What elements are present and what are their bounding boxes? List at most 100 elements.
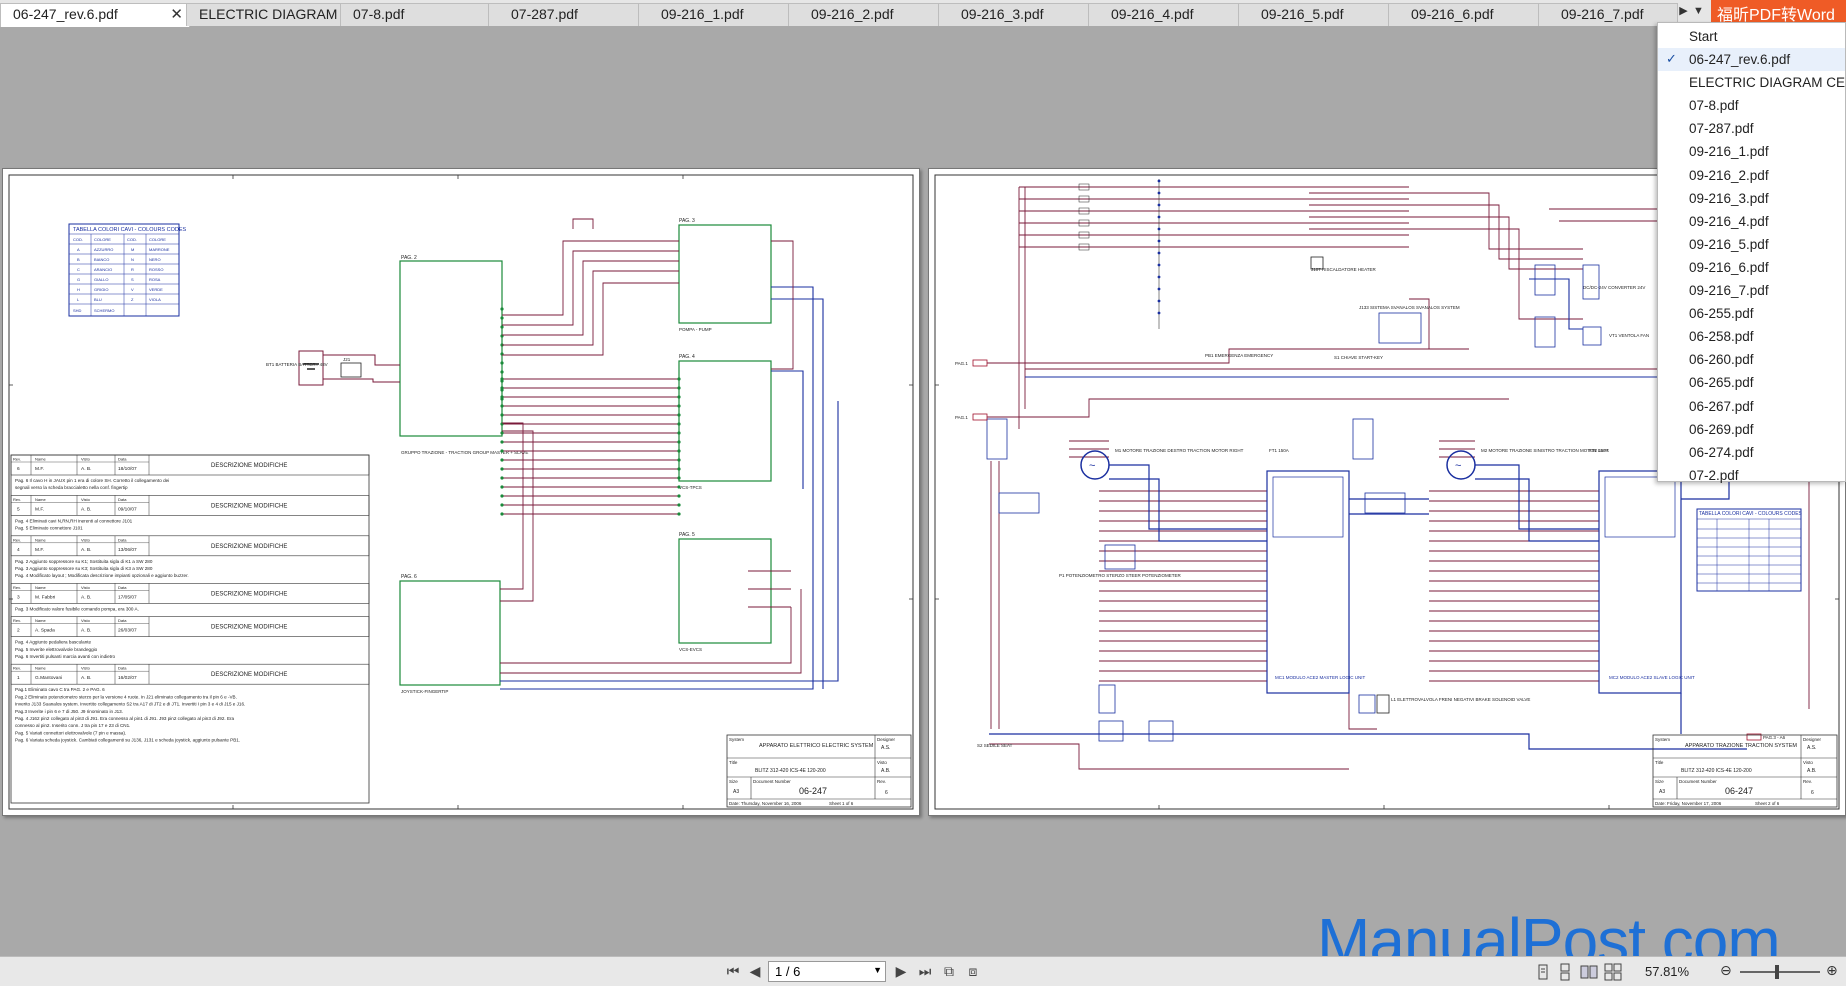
svg-text:GIALLO: GIALLO xyxy=(94,277,108,282)
tab-label: 09-216_6.pdf xyxy=(1411,6,1494,22)
svg-text:Designer: Designer xyxy=(1803,737,1822,742)
pag6-block: PAG. 6 JOYSTICK-FINGERTIP xyxy=(399,574,501,694)
pin xyxy=(500,431,504,435)
menu-item[interactable]: 07-8.pdf xyxy=(1658,94,1845,117)
revision-note: Pag. 4 J162 pin2 collegato al pin3 di J9… xyxy=(15,716,235,721)
svg-text:L: L xyxy=(77,297,80,302)
zoom-out-icon[interactable]: ⊖ xyxy=(1720,962,1732,978)
menu-item[interactable]: 06-274.pdf xyxy=(1658,441,1845,464)
svg-text:C: C xyxy=(77,267,80,272)
tab-07-8[interactable]: 07-8.pdf xyxy=(340,3,494,26)
menu-item[interactable]: 06-265.pdf xyxy=(1658,371,1845,394)
menu-item[interactable]: 09-216_6.pdf xyxy=(1658,256,1845,279)
zoom-slider-thumb[interactable] xyxy=(1775,965,1779,979)
first-page-icon[interactable]: ⏮ xyxy=(726,963,740,979)
revision-note: Pag.1 Eliminato cavo C tra PAG. 2 e PAG.… xyxy=(15,687,105,692)
previous-page-icon[interactable]: ◀ xyxy=(749,963,761,979)
pin xyxy=(677,431,681,435)
revision-column-label: Data xyxy=(118,537,127,542)
single-page-view-icon[interactable] xyxy=(1534,963,1552,981)
revision-note: Pag. 3 Aggiunto soppressore su K3; Sosti… xyxy=(15,566,153,571)
copy-icon[interactable]: ⧉ xyxy=(944,963,954,979)
page-indicator: 1 / 6 xyxy=(775,964,801,979)
menu-item[interactable]: 07-2.pdf xyxy=(1658,464,1845,487)
tab-09-216-3[interactable]: 09-216_3.pdf xyxy=(938,3,1092,26)
svg-text:Date: Thursday, November 16,: Date: Thursday, November 16, 2006 xyxy=(729,801,802,806)
svg-text:6: 6 xyxy=(885,790,888,796)
connector-j21 xyxy=(1098,684,1116,714)
tab-09-216-4[interactable]: 09-216_4.pdf xyxy=(1088,3,1242,26)
pin xyxy=(500,404,504,408)
traction-group-block: PAG. 2 GRUPPO TRAZIONE - TRACTION GROUP … xyxy=(399,255,528,455)
tab-09-216-2[interactable]: 09-216_2.pdf xyxy=(788,3,942,26)
zoom-slider[interactable] xyxy=(1740,971,1820,973)
zoom-in-icon[interactable]: ⊕ xyxy=(1826,962,1838,978)
schematic-page-1: TABELLA COLORI CAVI - COLOURS CODES COD.… xyxy=(8,174,914,810)
svg-text:MARRONE: MARRONE xyxy=(149,247,170,252)
revision-cell: 17/05/07 xyxy=(118,594,137,600)
menu-item[interactable]: 09-216_7.pdf xyxy=(1658,279,1845,302)
tab-09-216-7[interactable]: 09-216_7.pdf xyxy=(1538,3,1678,26)
wire xyxy=(500,589,802,674)
menu-item[interactable]: 09-216_2.pdf xyxy=(1658,164,1845,187)
menu-item[interactable]: 06-258.pdf xyxy=(1658,325,1845,348)
wire xyxy=(771,240,794,370)
svg-text:Size: Size xyxy=(1655,779,1664,784)
tab-09-216-1[interactable]: 09-216_1.pdf xyxy=(638,3,792,26)
svg-text:GRIGIO: GRIGIO xyxy=(94,287,108,292)
svg-text:POMPA - PUMP: POMPA - PUMP xyxy=(679,327,712,332)
tab-label: 07-287.pdf xyxy=(511,6,578,22)
steer-pot-label: P1 POTENZIOMETRO STERZO STEER POTENZIOME… xyxy=(1059,573,1182,578)
menu-item[interactable]: 06-267.pdf xyxy=(1658,395,1845,418)
svg-text:FT2 150A: FT2 150A xyxy=(1589,448,1609,453)
continuous-view-icon[interactable] xyxy=(1556,963,1574,981)
chevron-down-icon[interactable]: ▼ xyxy=(873,965,882,975)
promo-banner[interactable]: 福昕PDF转Word xyxy=(1711,0,1846,22)
pin xyxy=(1157,299,1161,303)
pin xyxy=(500,379,504,383)
tab-label: 06-247_rev.6.pdf xyxy=(13,6,118,22)
pin xyxy=(677,386,681,390)
next-page-icon[interactable]: ▶ xyxy=(895,963,907,979)
tab-electric-diagram[interactable]: ELECTRIC DIAGRAM C... xyxy=(186,3,346,26)
revision-column-label: Name xyxy=(35,585,46,590)
svg-text:PAG. 2: PAG. 2 xyxy=(401,255,417,261)
menu-item[interactable]: 09-216_4.pdf xyxy=(1658,210,1845,233)
tab-06-247-rev6[interactable]: 06-247_rev.6.pdf ✕ xyxy=(0,3,190,27)
pin xyxy=(500,361,504,365)
menu-item[interactable]: ELECTRIC DIAGRAM CE.pdf xyxy=(1658,71,1846,94)
pin xyxy=(1157,311,1161,315)
revision-column-label: Visto xyxy=(81,666,91,671)
menu-item[interactable]: ✓06-247_rev.6.pdf xyxy=(1658,48,1845,72)
fit-page-icon[interactable]: ⧈ xyxy=(968,963,978,979)
menu-item[interactable]: 07-287.pdf xyxy=(1658,117,1845,140)
menu-item[interactable]: 06-255.pdf xyxy=(1658,302,1845,325)
svg-text:A.B.: A.B. xyxy=(881,768,890,774)
tab-scroll-right-icon[interactable]: ▶ xyxy=(1679,5,1688,17)
menu-item[interactable]: 09-216_1.pdf xyxy=(1658,140,1845,163)
page-number-input[interactable]: 1 / 6 ▼ xyxy=(768,961,886,982)
wire xyxy=(500,607,792,664)
tab-list-dropdown-icon[interactable]: ▼ xyxy=(1693,5,1704,17)
facing-view-icon[interactable] xyxy=(1580,963,1598,981)
wire xyxy=(1309,204,1583,260)
continuous-facing-view-icon[interactable] xyxy=(1604,963,1622,981)
menu-item[interactable]: Start xyxy=(1658,25,1845,48)
menu-item[interactable]: 06-269.pdf xyxy=(1658,418,1845,441)
tab-07-287[interactable]: 07-287.pdf xyxy=(488,3,642,26)
menu-item[interactable]: 06-260.pdf xyxy=(1658,348,1845,371)
menu-item[interactable]: 09-216_3.pdf xyxy=(1658,187,1845,210)
last-page-icon[interactable]: ⏭ xyxy=(918,963,932,979)
menu-item[interactable]: 09-216_5.pdf xyxy=(1658,233,1845,256)
revision-column-label: Rev. xyxy=(13,537,21,542)
traction-motor-left: ~ M2 MOTORE TRAZIONE SINISTRO TRACTION M… xyxy=(1446,448,1609,480)
svg-text:ROSA: ROSA xyxy=(149,277,161,282)
pin xyxy=(500,503,504,507)
revision-note: Pag.2 Eliminato potenziometro sterzo per… xyxy=(15,694,237,699)
svg-text:Title: Title xyxy=(729,760,738,765)
tab-09-216-5[interactable]: 09-216_5.pdf xyxy=(1238,3,1392,26)
svg-text:A.B.: A.B. xyxy=(1807,768,1816,774)
tab-09-216-6[interactable]: 09-216_6.pdf xyxy=(1388,3,1542,26)
close-icon[interactable]: ✕ xyxy=(170,6,183,23)
menu-item-label: 06-274.pdf xyxy=(1689,444,1754,460)
